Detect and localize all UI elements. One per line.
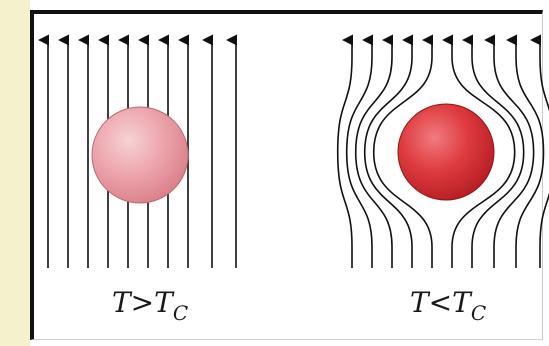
field-line-curved — [336, 34, 354, 268]
field-line-curved — [529, 34, 549, 268]
superconducting-label-sub: C — [471, 301, 486, 325]
field-line-curved — [354, 34, 394, 268]
superconducting-sphere — [397, 103, 495, 201]
superconducting-state-panel: T<TC — [336, 34, 549, 325]
normal-label-main: T>T — [112, 286, 175, 319]
superconducting-label-main: T<T — [410, 286, 473, 319]
normal-label-sub: C — [173, 301, 188, 325]
field-line-curved — [363, 34, 414, 268]
field-line-curved — [441, 34, 516, 268]
field-line-curved — [483, 34, 535, 268]
field-line-curved — [372, 34, 434, 268]
normal-state-label: T>TC — [112, 286, 188, 325]
left-margin-strip — [0, 0, 30, 346]
superconducting-state-label: T<TC — [410, 286, 486, 325]
expelled-field-lines — [336, 34, 549, 268]
field-line-curved — [461, 34, 525, 268]
normal-state-panel: T>TC — [37, 34, 238, 325]
normal-sphere — [91, 106, 189, 204]
field-line-curved — [345, 34, 374, 268]
field-line-curved — [505, 34, 545, 268]
